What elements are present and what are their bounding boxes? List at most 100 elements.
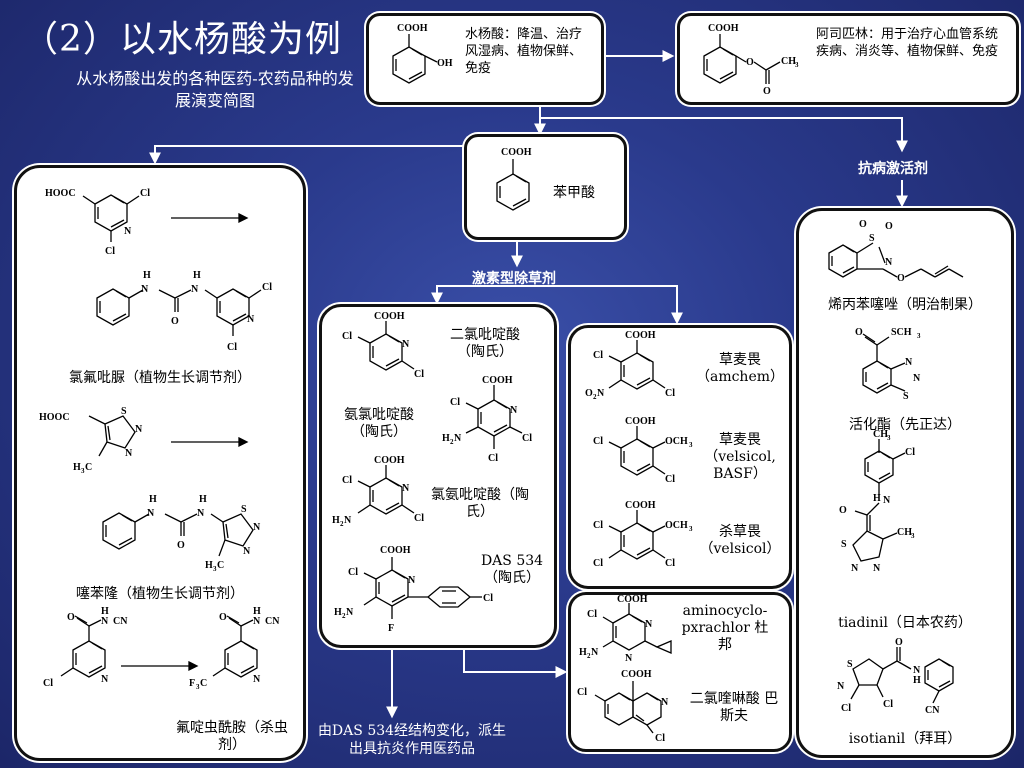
svg-text:Cl: Cl	[593, 436, 603, 447]
svg-text:SCH: SCH	[891, 327, 912, 338]
svg-text:Cl: Cl	[227, 342, 237, 353]
svg-text:Cl: Cl	[342, 331, 352, 342]
svg-text:O: O	[219, 612, 227, 623]
isotianil-structure: S N O NH Cl Cl CN	[837, 637, 954, 716]
svg-text:OCH: OCH	[665, 436, 688, 447]
das534-label: DAS 534（陶氏）	[480, 553, 544, 586]
reaction-arrow-1	[171, 212, 249, 224]
svg-text:N: N	[141, 284, 149, 295]
svg-text:H: H	[205, 560, 213, 571]
svg-text:H: H	[199, 494, 207, 505]
svg-text:OCH: OCH	[665, 520, 688, 531]
svg-text:Cl: Cl	[483, 593, 493, 604]
svg-text:CN: CN	[925, 705, 940, 716]
svg-text:F: F	[388, 623, 394, 634]
svg-text:Cl: Cl	[105, 246, 115, 257]
svg-text:S: S	[869, 233, 875, 244]
svg-text:N: N	[913, 665, 921, 676]
tricamba-label: 杀草畏（velsicol）	[699, 524, 781, 557]
quinclorac-label: 二氯喹啉酸 巴斯夫	[689, 691, 779, 724]
svg-text:H: H	[143, 270, 151, 281]
page-title: （2）以水杨酸为例	[22, 19, 342, 60]
probenazole-label: 烯丙苯噻唑（明治制果）	[828, 297, 982, 313]
svg-text:Cl: Cl	[593, 520, 603, 531]
svg-text:O: O	[171, 316, 179, 327]
svg-text:Cl: Cl	[593, 350, 603, 361]
svg-text:O: O	[67, 612, 75, 623]
svg-text:N: N	[125, 448, 133, 459]
svg-text:Cl: Cl	[140, 188, 150, 199]
svg-text:COOH: COOH	[621, 669, 652, 680]
svg-text:N: N	[661, 697, 669, 708]
svg-text:O: O	[885, 221, 893, 232]
svg-text:OH: OH	[437, 58, 453, 69]
svg-text:3: 3	[917, 332, 921, 340]
svg-text:O: O	[855, 327, 863, 338]
svg-text:N: N	[247, 314, 255, 325]
svg-text:N: N	[253, 522, 261, 533]
svg-text:COOH: COOH	[482, 375, 513, 386]
dichloro-isonicotinic-acid: HOOC Cl N Cl	[45, 188, 150, 257]
svg-text:Cl: Cl	[593, 558, 603, 569]
svg-text:2: 2	[450, 438, 454, 446]
svg-text:H: H	[579, 647, 587, 658]
svg-text:3: 3	[689, 441, 693, 449]
probenazole-structure: S O O N O	[828, 219, 964, 284]
svg-text:N: N	[837, 681, 845, 692]
svg-text:Cl: Cl	[488, 453, 498, 464]
svg-text:H: H	[873, 493, 881, 504]
svg-text:N: N	[873, 563, 881, 574]
benzoic-acid-box: COOH 苯甲酸	[464, 134, 627, 240]
svg-text:N: N	[124, 226, 132, 237]
svg-text:N: N	[197, 508, 205, 519]
svg-text:H: H	[913, 675, 921, 686]
svg-text:Cl: Cl	[414, 513, 424, 524]
svg-text:O: O	[859, 219, 867, 230]
svg-text:CH: CH	[897, 527, 912, 538]
right-panel: S O O N O 烯丙苯噻唑（明治制果） O SCH 3 N N S 活化酯（先…	[796, 208, 1014, 758]
svg-text:Cl: Cl	[522, 433, 532, 444]
svg-text:COOH: COOH	[617, 594, 648, 605]
svg-text:N: N	[913, 373, 921, 384]
svg-text:CH: CH	[873, 429, 888, 440]
svg-text:O: O	[763, 86, 771, 97]
dicamba-amchem-label: 草麦畏（amchem）	[695, 352, 785, 385]
svg-text:Cl: Cl	[665, 558, 675, 569]
picloram-label: 氨氯吡啶酸（陶氏）	[344, 407, 414, 440]
svg-text:Cl: Cl	[665, 474, 675, 485]
svg-text:COOH: COOH	[397, 23, 428, 34]
svg-text:O: O	[895, 637, 903, 648]
quinclorac-structure: COOH Cl N Cl	[577, 669, 669, 744]
reaction-arrow-2	[171, 436, 249, 448]
svg-text:O: O	[585, 388, 593, 399]
acibenzolar-label: 活化酯（先正达）	[849, 417, 961, 433]
svg-text:F: F	[189, 678, 195, 689]
svg-text:N: N	[243, 546, 251, 557]
svg-text:N: N	[191, 284, 199, 295]
svg-text:Cl: Cl	[587, 609, 597, 620]
isotianil-label: isotianil（拜耳）	[848, 731, 962, 747]
svg-text:Cl: Cl	[43, 678, 53, 689]
svg-text:N: N	[344, 515, 352, 526]
svg-text:C: C	[200, 678, 207, 689]
svg-text:COOH: COOH	[625, 330, 656, 341]
svg-text:CN: CN	[265, 616, 280, 627]
svg-text:Cl: Cl	[883, 699, 893, 710]
benzoic-acid-structure: COOH	[496, 147, 532, 211]
benzoic-acid-label: 苯甲酸	[553, 185, 595, 201]
svg-text:N: N	[253, 616, 261, 627]
svg-text:N: N	[454, 433, 462, 444]
svg-text:H: H	[253, 606, 261, 617]
svg-text:N: N	[851, 563, 859, 574]
svg-text:N: N	[510, 405, 518, 416]
svg-text:C: C	[217, 560, 224, 571]
